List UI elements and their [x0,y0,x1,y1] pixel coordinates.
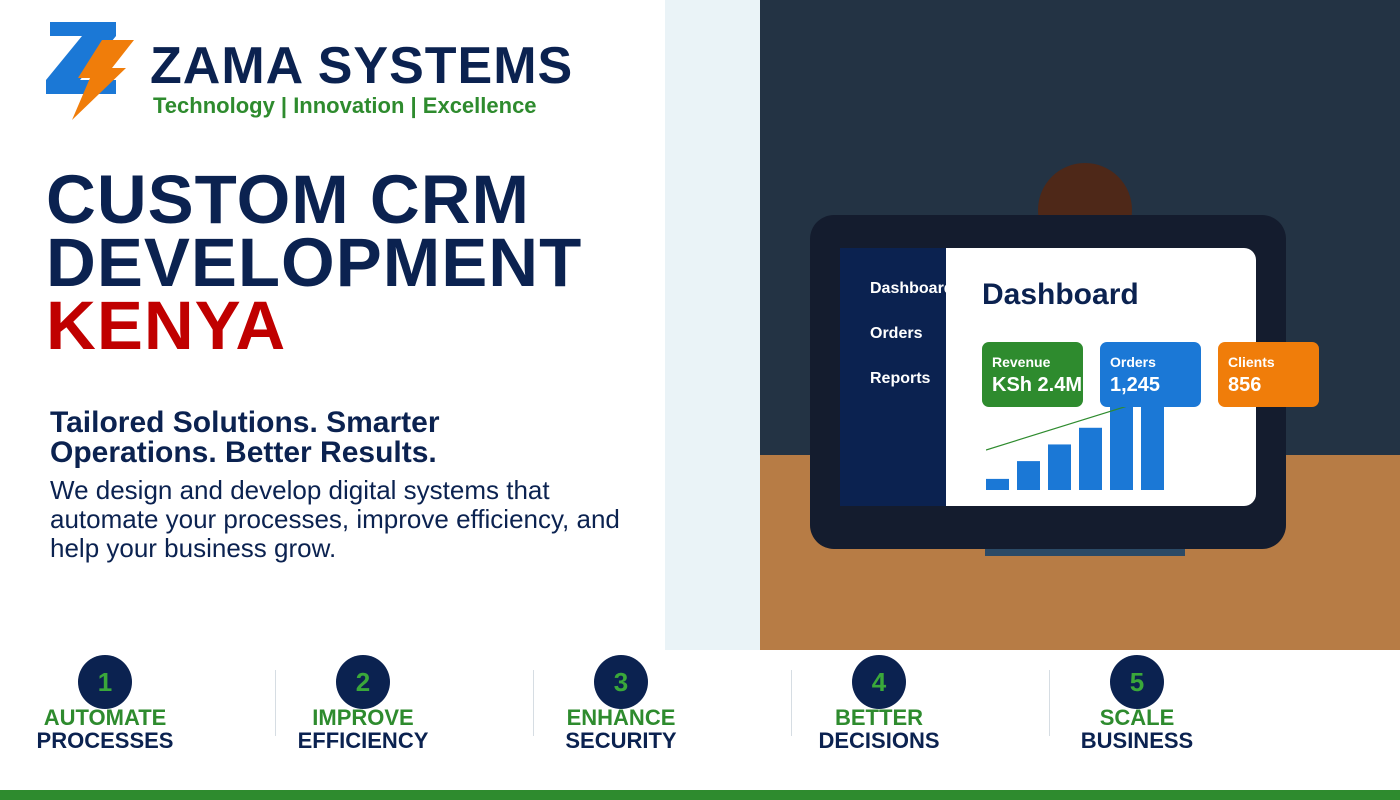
office-illustration: Dashboard Orders Reports Dashboard [760,0,1400,650]
kpi-value: 1,245 [1110,374,1161,396]
feature-divider [1049,670,1050,736]
feature-better: 4 BETTER DECISIONS [750,655,1008,755]
feature-enhance: 3 ENHANCE SECURITY [492,655,750,755]
kpi-value: KSh 2.4M [992,374,1083,396]
nav-item-reports: Reports [870,370,931,387]
kpi-card-revenue: Revenue KSh 2.4M [982,342,1083,407]
feature-title-bottom: EFFICIENCY [297,728,429,753]
feature-title-top: AUTOMATE [43,705,167,730]
kpi-label: Revenue [992,354,1051,370]
brand-tagline: Technology | Innovation | Excellence [153,93,537,118]
feature-number-badge: 3 [594,655,648,709]
kpi-card-clients: Clients 856 [1218,342,1319,407]
headline-line-1: CUSTOM CRM [46,161,531,238]
hero-subheading: Tailored Solutions. Smarter Operations. … [50,406,440,469]
chart-bar [1110,404,1133,490]
feature-divider [533,670,534,736]
chart-bar [1048,444,1071,490]
background-strip [665,0,760,650]
feature-number-badge: 4 [852,655,906,709]
feature-automate: 1 AUTOMATE PROCESSES [0,655,234,755]
feature-title-top: BETTER [835,705,923,730]
feature-title-bottom: BUSINESS [1080,728,1194,753]
chart-bar [1079,427,1102,490]
headline-accent: KENYA [46,287,287,364]
feature-divider [275,670,276,736]
feature-title-top: SCALE [1099,705,1175,730]
hero-body: We design and develop digital systems th… [50,475,620,563]
nav-item-orders: Orders [870,325,923,342]
feature-number-badge: 1 [78,655,132,709]
feature-divider [791,670,792,736]
feature-number-badge: 2 [336,655,390,709]
bottom-accent-bar [0,790,1400,800]
feature-scale: 5 SCALE BUSINESS [1008,655,1266,755]
feature-title-top: ENHANCE [566,705,676,730]
feature-title-bottom: SECURITY [565,728,677,753]
kpi-label: Orders [1110,354,1156,370]
feature-title-bottom: PROCESSES [36,728,174,753]
kpi-value: 856 [1228,374,1262,396]
chart-bar [986,478,1009,490]
feature-number-badge: 5 [1110,655,1164,709]
chart-bar [1141,393,1164,490]
chart-bar [1017,461,1040,490]
feature-improve: 2 IMPROVE EFFICIENCY [234,655,492,755]
feature-title-bottom: DECISIONS [818,728,940,753]
feature-title-top: IMPROVE [312,705,414,730]
headline-line-2: DEVELOPMENT [46,224,583,301]
kpi-card-orders: Orders 1,245 [1100,342,1201,407]
z-lightning-logo-icon [46,22,134,120]
dashboard-title: Dashboard [982,278,1139,311]
brand-name: ZAMA SYSTEMS [150,37,574,95]
dashboard-sidebar: Dashboard Orders Reports [840,248,954,506]
dashboard-bar-chart [986,393,1167,490]
hero-headline: CUSTOM CRM DEVELOPMENT KENYA [46,161,583,364]
kpi-label: Clients [1228,354,1275,370]
nav-item-dashboard: Dashboard [870,280,954,297]
